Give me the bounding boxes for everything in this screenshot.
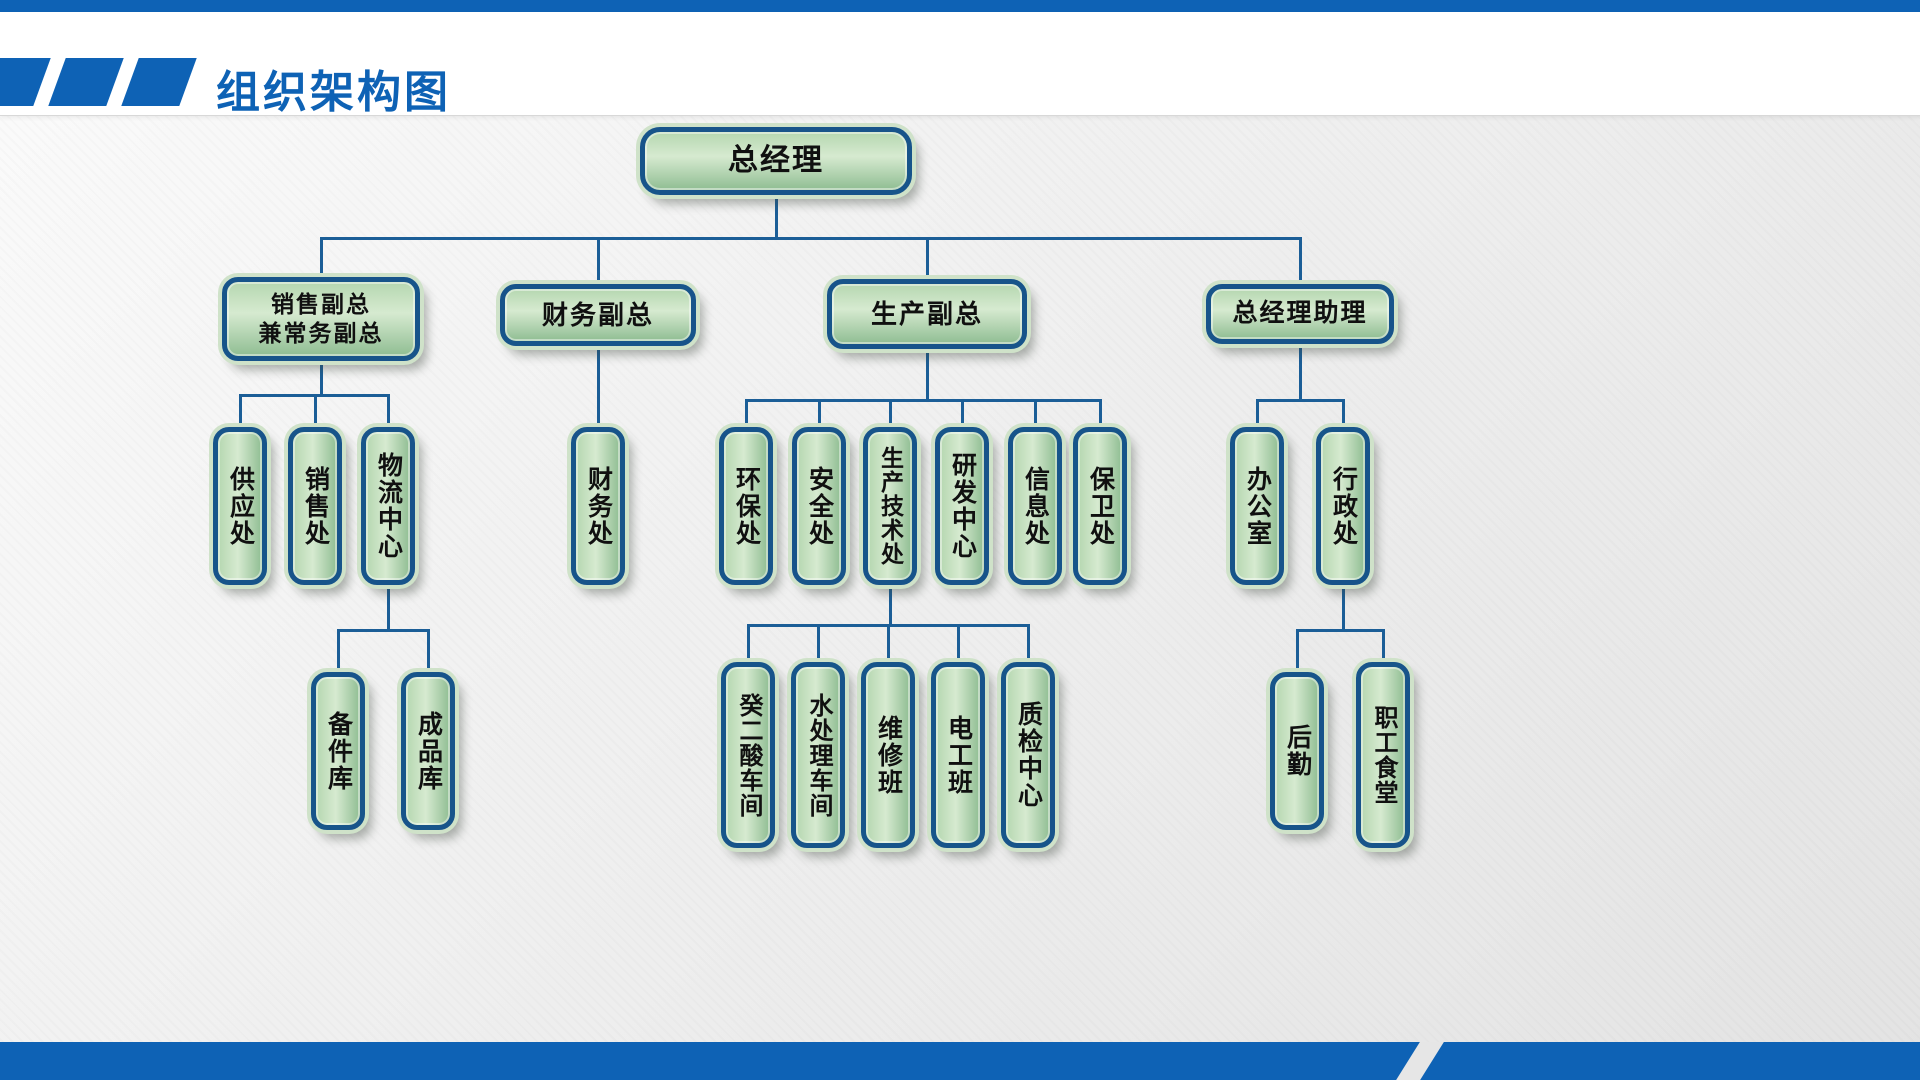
connector-line (337, 629, 340, 673)
connector-line (926, 347, 929, 402)
connector-line (1027, 624, 1030, 663)
node-finance-dept: 财务处 (571, 427, 625, 585)
connector-line (745, 399, 1102, 402)
node-label: 后勤 (1283, 724, 1312, 778)
node-finance-vp: 财务副总 (500, 284, 696, 346)
title-decoration-bars (0, 58, 197, 106)
connector-line (1382, 629, 1385, 664)
connector-line (387, 583, 390, 632)
connector-line (1256, 399, 1345, 402)
connector-line (314, 394, 317, 428)
node-maintenance-team: 维修班 (861, 662, 915, 848)
node-gm-assistant: 总经理助理 (1206, 284, 1394, 344)
connector-line (817, 624, 820, 663)
connector-line (597, 237, 600, 286)
connector-line (747, 624, 750, 663)
connector-line (1256, 399, 1259, 428)
slide-header: 组织架构图 (0, 12, 1920, 117)
node-label: 维修班 (874, 714, 903, 796)
connector-line (889, 583, 892, 627)
node-production-tech-dept: 生产技术处 (863, 427, 917, 585)
node-label: 生产技术处 (877, 446, 904, 566)
node-sebacic-acid-workshop: 癸二酸车间 (721, 662, 775, 848)
connector-line (1034, 399, 1037, 428)
node-label: 成品库 (414, 710, 443, 792)
node-label: 兼常务副总 (258, 320, 384, 346)
connector-line (1342, 399, 1345, 428)
node-label: 财务处 (584, 465, 613, 547)
node-label: 销售副总 (271, 291, 371, 318)
node-label: 安全处 (805, 465, 834, 547)
connector-line (1299, 342, 1302, 401)
node-label: 水处理车间 (805, 692, 832, 818)
node-logistics-support: 后勤 (1270, 672, 1324, 830)
node-label: 总经理 (728, 144, 824, 178)
node-electrician-team: 电工班 (931, 662, 985, 848)
connector-line (1099, 399, 1102, 428)
node-quality-inspection-center: 质检中心 (1001, 662, 1055, 848)
connector-line (889, 399, 892, 428)
node-general-manager: 总经理 (640, 127, 912, 195)
node-safety-dept: 安全处 (792, 427, 846, 585)
decoration-parallelogram (0, 58, 51, 106)
connector-line (320, 237, 1301, 240)
node-environment-dept: 环保处 (719, 427, 773, 585)
node-label: 保卫处 (1086, 465, 1115, 547)
node-office: 办公室 (1230, 427, 1284, 585)
node-information-dept: 信息处 (1008, 427, 1062, 585)
node-label: 质检中心 (1014, 701, 1043, 809)
node-admin-dept: 行政处 (1316, 427, 1370, 585)
connector-line (1296, 629, 1385, 632)
node-label: 生产副总 (870, 298, 983, 329)
connector-line (387, 394, 390, 428)
node-label: 财务副总 (541, 299, 654, 330)
node-label: 职工食堂 (1370, 705, 1397, 805)
connector-line (818, 399, 821, 428)
node-security-dept: 保卫处 (1073, 427, 1127, 585)
node-sales-vp: 销售副总 兼常务副总 (222, 277, 420, 361)
connector-line (1342, 583, 1345, 632)
decoration-parallelogram (48, 58, 124, 106)
node-label: 研发中心 (948, 452, 977, 560)
node-label: 供应处 (226, 465, 255, 547)
connector-line (887, 624, 890, 663)
connector-line (745, 399, 748, 428)
node-label: 环保处 (732, 465, 761, 547)
node-supply-dept: 供应处 (213, 427, 267, 585)
node-label: 总经理助理 (1232, 299, 1368, 328)
connector-line (1299, 237, 1302, 286)
connector-line (957, 624, 960, 663)
node-label: 信息处 (1021, 465, 1050, 547)
connector-line (427, 629, 430, 673)
page-title: 组织架构图 (216, 68, 451, 117)
node-finished-goods-warehouse: 成品库 (401, 672, 455, 830)
node-label: 备件库 (324, 710, 353, 792)
node-label: 销售处 (301, 465, 330, 547)
node-label: 电工班 (944, 714, 973, 796)
node-spare-parts-warehouse: 备件库 (311, 672, 365, 830)
connector-line (320, 359, 323, 397)
node-label: 癸二酸车间 (735, 692, 762, 818)
bottom-accent-bar (0, 1042, 1920, 1080)
node-label: 办公室 (1243, 465, 1272, 547)
node-logistics-center: 物流中心 (361, 427, 415, 585)
bottom-bar-notch (1396, 1042, 1444, 1080)
node-sales-dept: 销售处 (288, 427, 342, 585)
node-label: 物流中心 (374, 452, 403, 560)
top-accent-bar (0, 0, 1920, 12)
connector-line (775, 193, 778, 239)
node-water-treatment-workshop: 水处理车间 (791, 662, 845, 848)
connector-line (320, 237, 323, 279)
connector-line (1296, 629, 1299, 673)
node-staff-canteen: 职工食堂 (1356, 662, 1410, 848)
connector-line (239, 394, 242, 428)
node-rd-center: 研发中心 (935, 427, 989, 585)
node-label: 行政处 (1329, 465, 1358, 547)
connector-line (961, 399, 964, 428)
connector-line (597, 344, 600, 428)
connector-line (337, 629, 430, 632)
decoration-parallelogram (121, 58, 197, 106)
connector-line (926, 237, 929, 281)
node-production-vp: 生产副总 (827, 279, 1027, 349)
